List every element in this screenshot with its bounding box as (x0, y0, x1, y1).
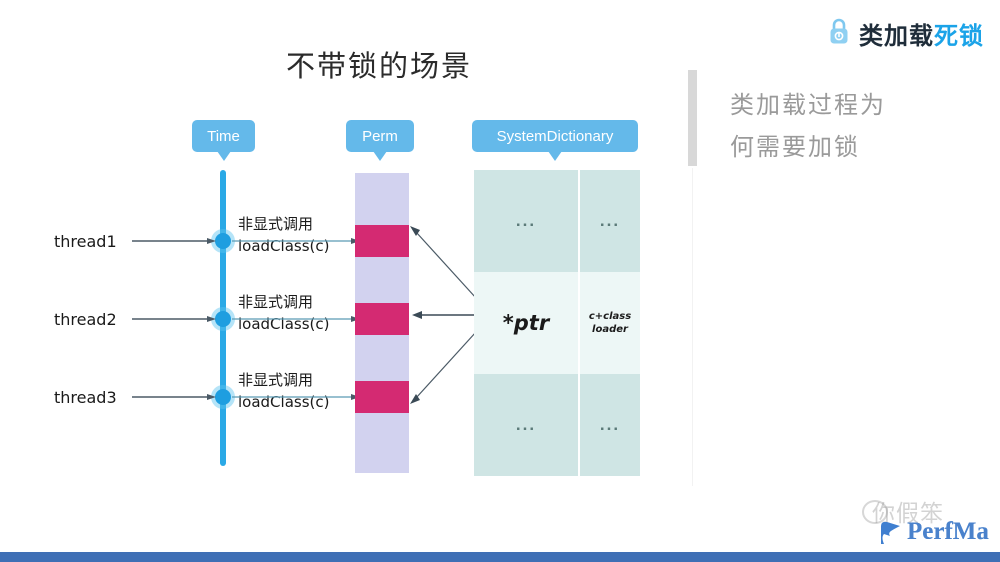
thread-label-2: thread2 (54, 310, 117, 329)
table-cell-value: c+class loader (589, 310, 631, 336)
brand-title: 类加载死锁 (859, 16, 984, 51)
table-row: ... ... (474, 170, 640, 272)
classloader-line2: loader (592, 324, 628, 335)
table-cell-value: *ptr (502, 311, 550, 335)
perm-block-2 (355, 303, 409, 335)
table-cell-value: ... (515, 211, 537, 230)
timeline-marker-thread2 (215, 311, 231, 327)
brand-title-part1: 类加载 (859, 23, 934, 50)
thread-label-1: thread1 (54, 232, 117, 251)
table-cell-value: ... (599, 415, 621, 434)
table-row: ... ... (474, 374, 640, 476)
sidebar-caption-line-2: 何需要加锁 (730, 133, 860, 161)
sidebar-divider (692, 168, 693, 486)
call-note-thread2: 非显式调用 loadClass(c) (238, 291, 329, 335)
thread-arrow-2 (132, 316, 216, 322)
call-note-thread2-line1: 非显式调用 (238, 293, 314, 311)
badge-time: Time (192, 120, 255, 161)
call-arrow-thread1 (232, 238, 360, 244)
watermark-ring-icon (862, 500, 888, 524)
table-cell-col1: ... (474, 170, 578, 272)
table-cell-col2: ... (578, 170, 640, 272)
table-cell-value: ... (599, 211, 621, 230)
bottom-bar (0, 552, 1000, 562)
perfma-bird-icon (881, 521, 900, 544)
brand-title-part2: 死锁 (934, 23, 984, 50)
thread-arrow-3 (132, 394, 216, 400)
thread-label-3: thread3 (54, 388, 117, 407)
classloader-line1: c+class (588, 311, 632, 322)
call-note-thread1-line1: 非显式调用 (238, 215, 314, 233)
page-title: 不带锁的场景 (286, 49, 473, 83)
perm-block-1 (355, 225, 409, 257)
timeline-marker-thread3 (215, 389, 231, 405)
sidebar-caption: 类加载过程为 何需要加锁 (730, 84, 980, 168)
table-cell-col2: ... (578, 374, 640, 476)
call-arrow-thread3 (232, 394, 360, 400)
call-note-thread3: 非显式调用 loadClass(c) (238, 369, 329, 413)
badge-perm: Perm (346, 120, 414, 161)
perfma-logo: PerfMa (878, 518, 989, 546)
timeline-marker-thread1 (215, 233, 231, 249)
perm-block-3 (355, 381, 409, 413)
perm-column (355, 173, 409, 473)
lock-icon (827, 16, 851, 51)
call-note-thread3-line1: 非显式调用 (238, 371, 314, 389)
system-dictionary-table: ... ... *ptr c+class loader ... ... (474, 170, 640, 476)
table-cell-classloader: c+class loader (578, 272, 640, 374)
call-note-thread1: 非显式调用 loadClass(c) (238, 213, 329, 257)
table-cell-col1: ... (474, 374, 578, 476)
thread-arrow-1 (132, 238, 216, 244)
header-brand: 类加载死锁 (827, 16, 984, 51)
perm-to-sysdict-arrows (410, 226, 477, 404)
table-cell-value: ... (515, 415, 537, 434)
call-arrow-thread2 (232, 316, 360, 322)
badge-system-dictionary: SystemDictionary (472, 120, 638, 161)
table-cell-ptr: *ptr (474, 272, 578, 374)
table-row-highlighted: *ptr c+class loader (474, 272, 640, 374)
sidebar-caption-line-1: 类加载过程为 (730, 91, 886, 119)
perfma-logo-text: PerfMa (907, 518, 989, 545)
sidebar-accent-bar (688, 70, 697, 166)
